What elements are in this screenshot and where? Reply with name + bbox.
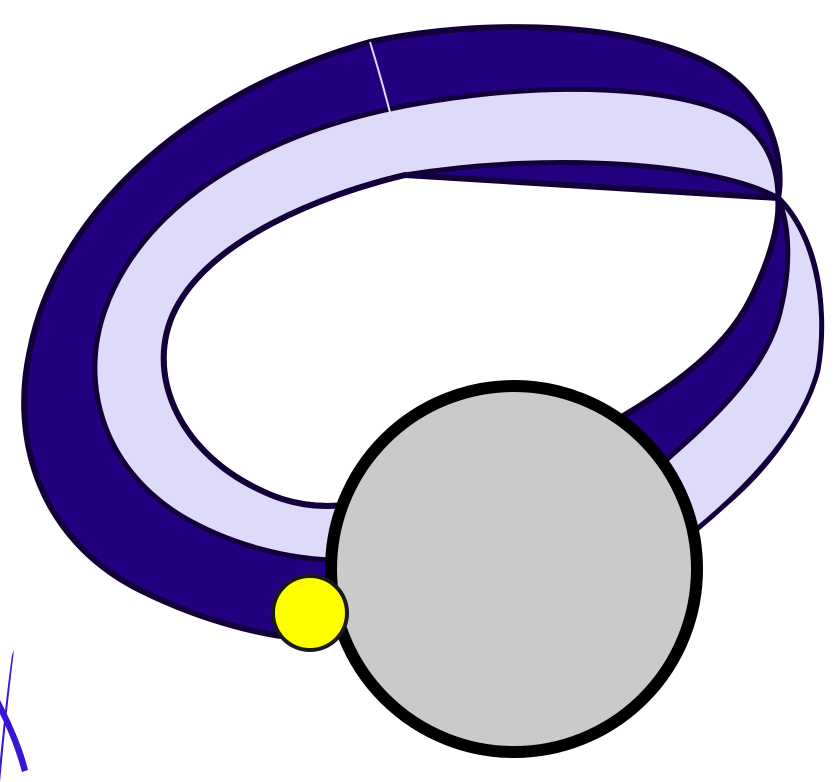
gray-sphere	[331, 386, 697, 752]
partial-glyph	[0, 650, 28, 782]
yellow-marker	[273, 576, 347, 650]
